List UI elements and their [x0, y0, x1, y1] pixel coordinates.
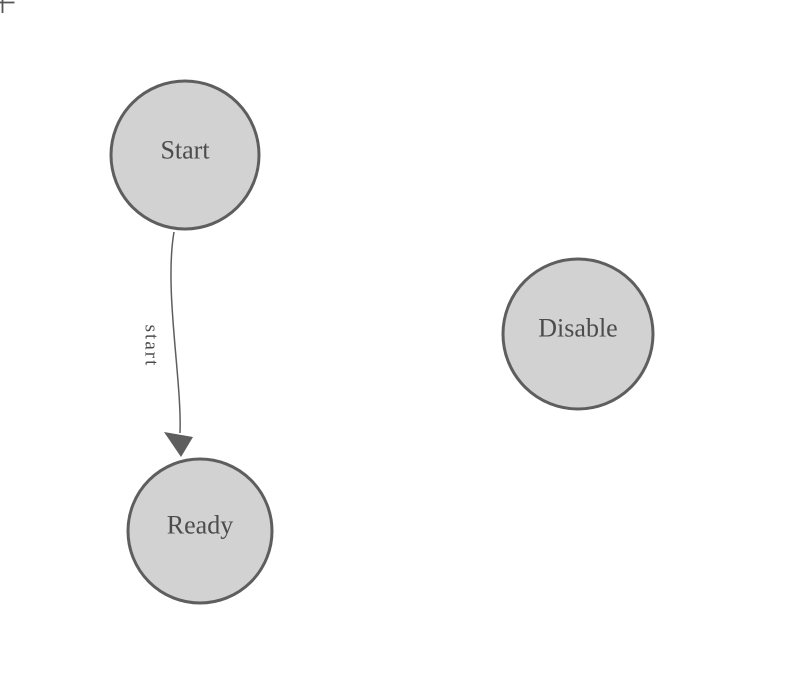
state-label-disable: Disable: [538, 314, 617, 343]
transition-path[interactable]: [170, 231, 181, 434]
state-node-ready[interactable]: Ready: [126, 457, 274, 605]
state-circle-ready[interactable]: [126, 457, 274, 605]
state-node-start[interactable]: Start: [109, 79, 261, 231]
transition-start-ready[interactable]: start: [141, 231, 194, 457]
state-node-disable[interactable]: Disable: [501, 257, 655, 411]
state-circle-disable[interactable]: [501, 257, 655, 411]
origin-corner-marker: [0, 0, 15, 13]
state-label-ready: Ready: [167, 511, 233, 540]
transition-label: start: [141, 325, 162, 368]
arrowhead-icon: [164, 432, 193, 457]
state-circle-start[interactable]: [109, 79, 261, 231]
state-label-start: Start: [160, 136, 210, 165]
